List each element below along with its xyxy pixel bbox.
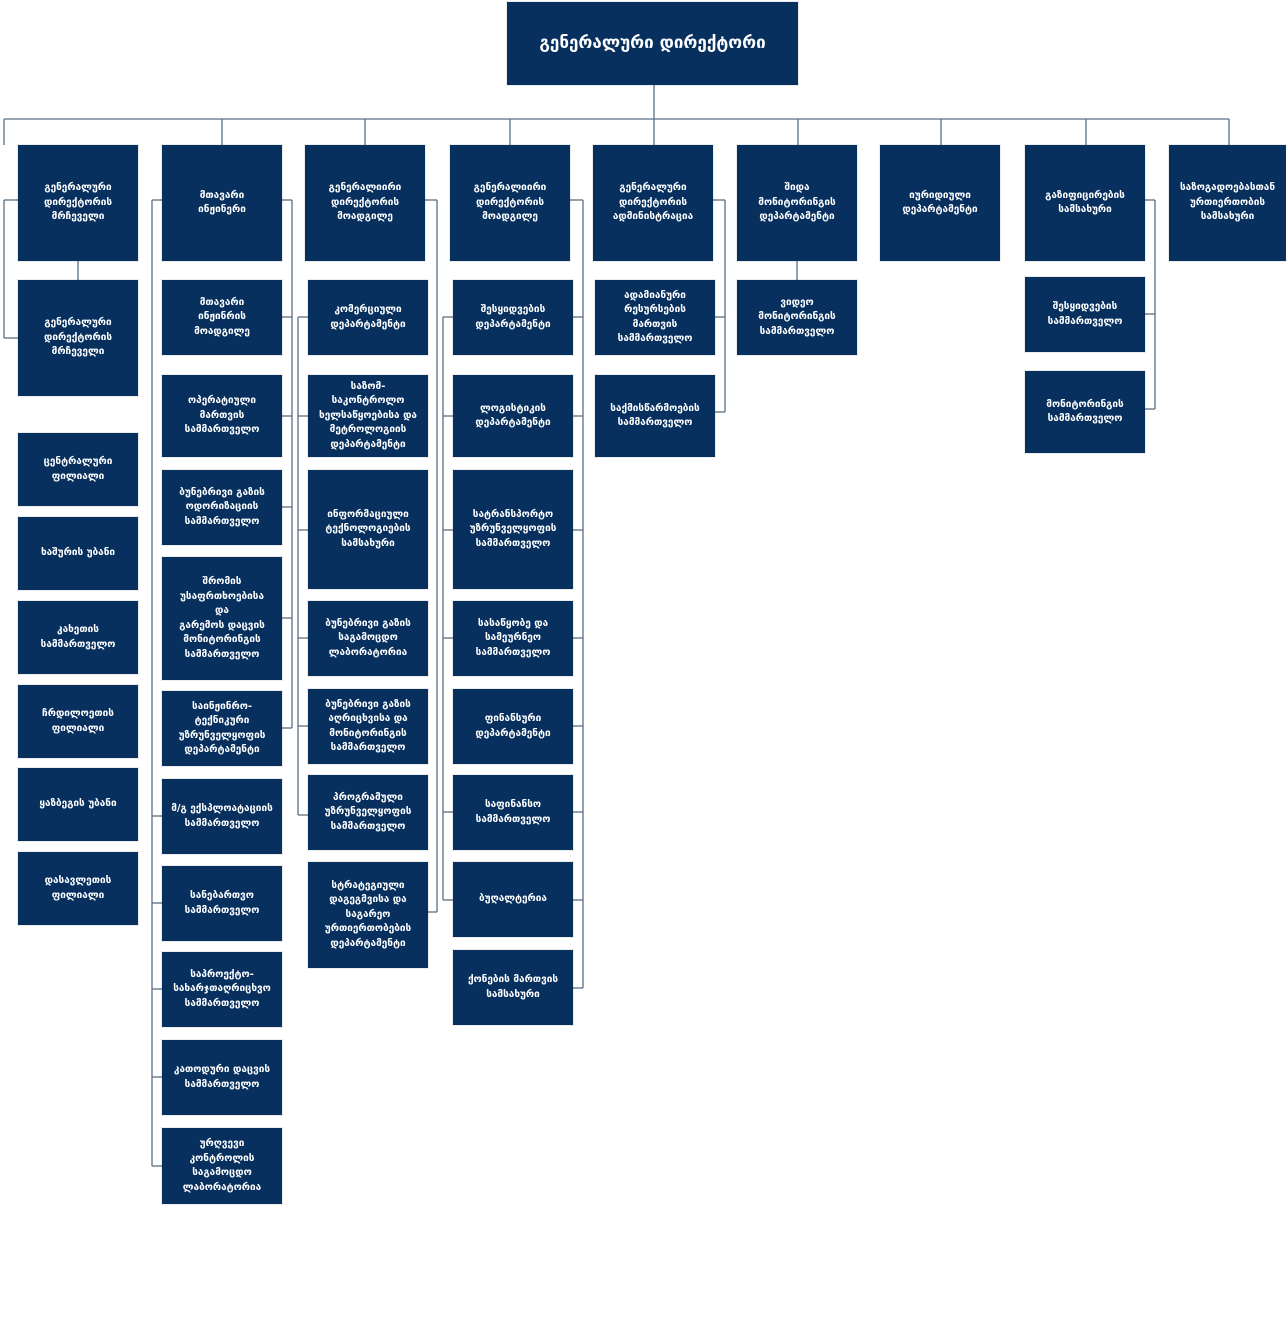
node-c6a: ვიდეო მონიტორინგის სამმართველო — [737, 280, 857, 355]
node-c5: გენერალური დირექტორის ადმინისტრაცია — [593, 145, 713, 261]
node-c3b: საზომ- საკონტროლო ხელსაწყოებისა და მეტრო… — [308, 375, 428, 457]
node-c4d: სასაწყობე და სამეურნეო სამმართველო — [453, 601, 573, 676]
node-c1a: გენერალური დირექტორის მრჩეველი — [18, 280, 138, 396]
node-c1d: კახეთის სამმართველო — [18, 601, 138, 674]
node-c6: შიდა მონიტორინგის დეპარტამენტი — [737, 145, 857, 261]
node-c2f: მ/გ ექსპლოატაციის სამმართველო — [162, 779, 282, 854]
node-c3e: ბუნებრივი გაზის აღრიცხვისა და მონიტორინგ… — [308, 689, 428, 764]
node-c2a: მთავარი ინჟინრის მოადგილე — [162, 280, 282, 355]
node-c3: გენერალიირი დირექტორის მოადგილე — [305, 145, 425, 261]
node-c1b: ცენტრალური ფილიალი — [18, 433, 138, 506]
node-c1g: დასავლეთის ფილიალი — [18, 852, 138, 925]
node-c8: გაზიფიცირების სამსახური — [1025, 145, 1145, 261]
node-c4g: ბუღალტერია — [453, 862, 573, 937]
node-c1f: ყაზბეგის უბანი — [18, 768, 138, 841]
node-c4f: საფინანსო სამმართველო — [453, 775, 573, 850]
node-c4e: ფინანსური დეპარტამენტი — [453, 689, 573, 764]
node-c7: იურიდიული დეპარტამენტი — [880, 145, 1000, 261]
node-c2h: საპროექტო- სახარჯთაღრიცხვო სამმართველო — [162, 952, 282, 1027]
node-c9: საზოგადოებასთან ურთიერთობის სამსახური — [1169, 145, 1286, 261]
node-c5a: ადამიანური რესურსების მართვის სამმართველ… — [595, 280, 715, 355]
node-c1e: ჩრდილოეთის ფილიალი — [18, 685, 138, 758]
node-c8a: შესყიდვების სამმართველო — [1025, 277, 1145, 352]
node-c1: გენერალური დირექტორის მრჩეველი — [18, 145, 138, 261]
node-c2g: სანებართვო სამმართველო — [162, 866, 282, 941]
node-c3d: ბუნებრივი გაზის საგამოცდო ლაბორატორია — [308, 601, 428, 676]
node-c2b: ოპერატიული მართვის სამმართველო — [162, 375, 282, 457]
node-c4c: სატრანსპორტო უზრუნველყოფის სამმართველო — [453, 470, 573, 589]
node-c2j: ურღვევი კონტროლის საგამოცდო ლაბორატორია — [162, 1128, 282, 1204]
node-c2i: კათოდური დაცვის სამმართველო — [162, 1040, 282, 1115]
node-c3f: პროგრამული უზრუნველყოფის სამმართველო — [308, 775, 428, 850]
node-c4b: ლოგისტიკის დეპარტამენტი — [453, 375, 573, 457]
node-c2e: საინჟინრო- ტექნიკური უზრუნველყოფის დეპარ… — [162, 691, 282, 766]
node-c3g: სტრატეგიული დაგეგმვისა და საგარეო ურთიერ… — [308, 862, 428, 968]
node-c4h: ქონების მართვის სამსახური — [453, 950, 573, 1025]
node-c3a: კომერციული დეპარტამენტი — [308, 280, 428, 355]
node-c4a: შესყიდვების დეპარტამენტი — [453, 280, 573, 355]
node-c2: მთავარი ინჟინერი — [162, 145, 282, 261]
node-c4: გენერალიირი დირექტორის მოადგილე — [450, 145, 570, 261]
node-c2d: შრომის უსაფრთხოებისა და გარემოს დაცვის მ… — [162, 557, 282, 680]
node-c3c: ინფორმაციული ტექნოლოგიების სამსახური — [308, 470, 428, 589]
node-ceo: გენერალური დირექტორი — [507, 2, 798, 85]
node-c8b: მონიტორინგის სამმართველო — [1025, 371, 1145, 453]
node-c2c: ბუნებრივი გაზის ოდორიზაციის სამმართველო — [162, 470, 282, 545]
node-c1c: ხაშურის უბანი — [18, 517, 138, 590]
node-c5b: საქმისწარმოების სამმართველო — [595, 375, 715, 457]
